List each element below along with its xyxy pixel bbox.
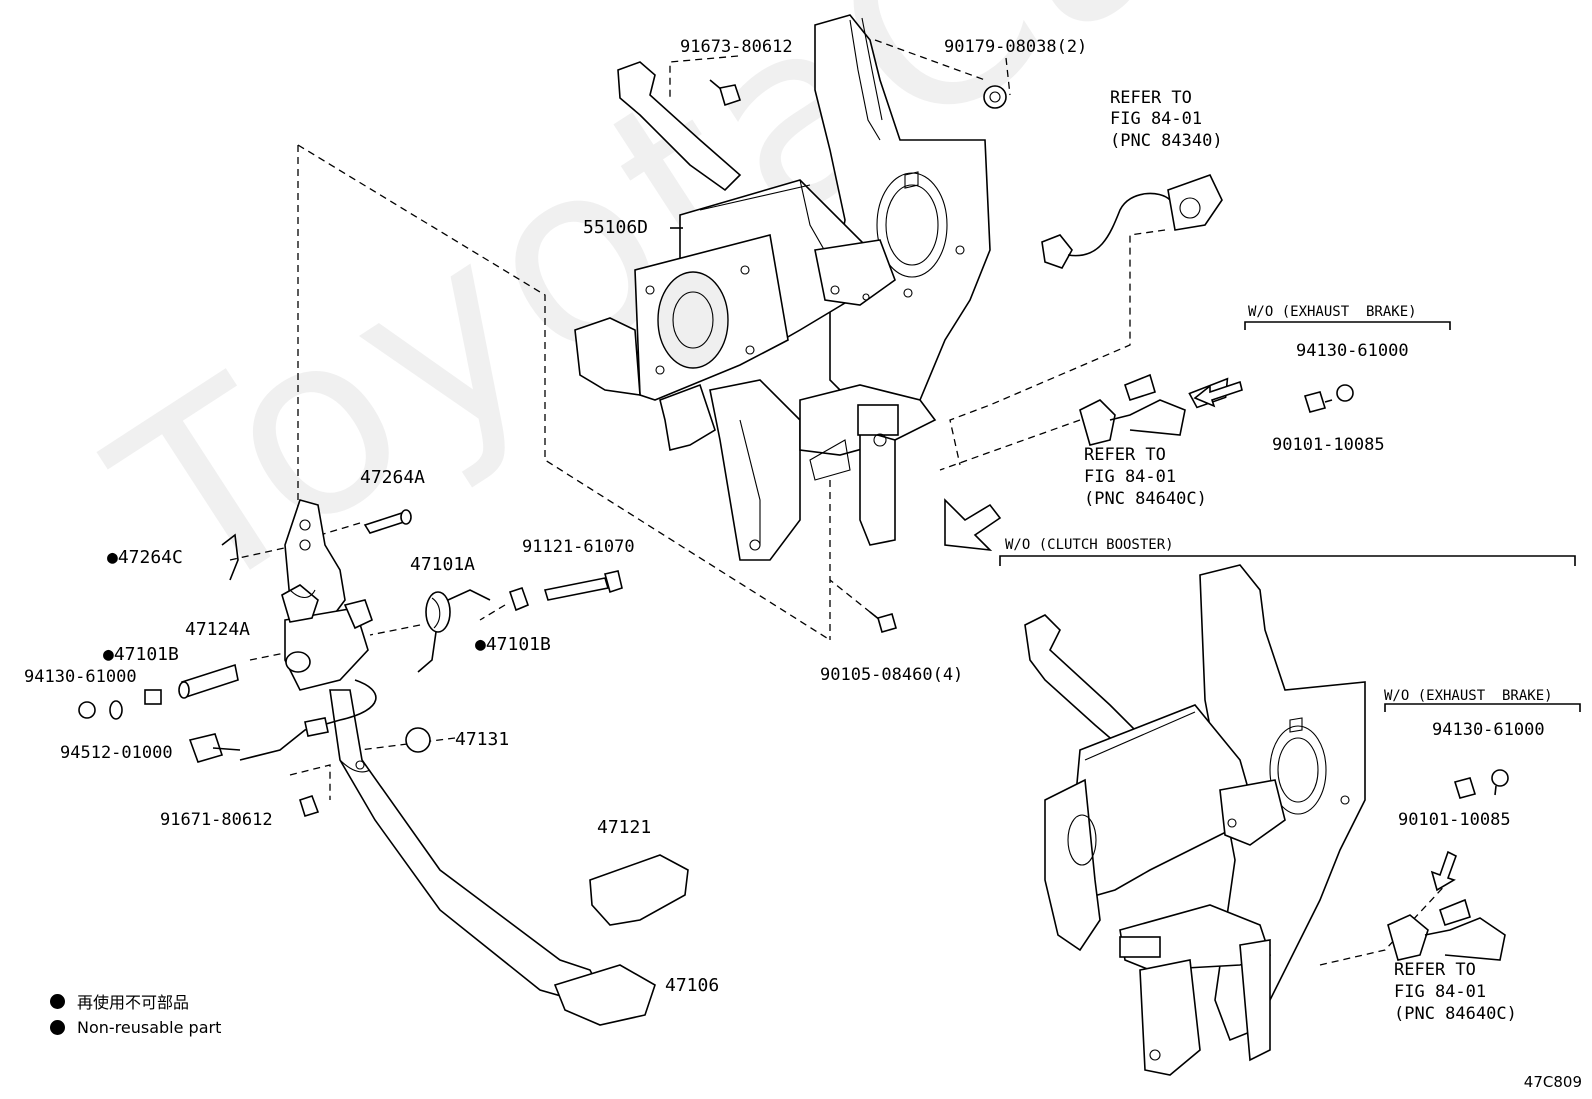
part-label-91121-61070: 91121-61070 [522, 537, 635, 557]
bolt-91121 [543, 570, 623, 601]
diagram-code: 47C809 [1523, 1073, 1582, 1091]
refer-bottom-line3: (PNC 84640C) [1394, 1004, 1517, 1024]
refer-mid-line1: REFER TO [1084, 445, 1166, 465]
bolt-91673 [709, 79, 742, 107]
pedal-bracket-55106D [574, 14, 991, 561]
wo-exhaust-brake-label-b: W/O (EXHAUST BRAKE) [1384, 688, 1553, 704]
part-label-90179-08038: 90179-08038(2) [944, 37, 1088, 57]
direction-arrow [944, 498, 1002, 552]
bracket-wo-clutch-booster [1024, 564, 1366, 1076]
clutch-pedal-47106 [281, 499, 656, 1026]
refer-mid-line3: (PNC 84640C) [1084, 489, 1207, 509]
part-label-47101B-right: ●47101B [475, 634, 551, 655]
bushing-47101B-right [508, 586, 530, 612]
nut-90179 [983, 85, 1007, 109]
switch-84640C-mid [1079, 373, 1229, 446]
wo-exhaust-brake-label-a: W/O (EXHAUST BRAKE) [1248, 304, 1417, 320]
refer-bottom-line2: FIG 84-01 [1394, 982, 1487, 1002]
part-label-90101-10085-b: 90101-10085 [1398, 810, 1511, 830]
exhaust-bolt-b [1453, 769, 1509, 799]
part-label-94512-01000: 94512-01000 [60, 743, 173, 763]
legend-item: Non-reusable part [50, 1014, 221, 1040]
part-label-55106D: 55106D [583, 217, 649, 238]
exhaust-bolt-a [1303, 384, 1354, 413]
leader-lines [229, 39, 1581, 966]
part-label-47264A: 47264A [360, 467, 426, 488]
legend-text-en: Non-reusable part [77, 1017, 222, 1037]
refer-top-line2: FIG 84-01 [1110, 109, 1203, 129]
part-label-47264C: ●47264C [107, 547, 183, 568]
part-label-47101B-left: ●47101B [103, 644, 179, 665]
cushion-47131 [405, 727, 431, 753]
part-label-94130-61000-left: 94130-61000 [24, 667, 137, 687]
part-label-47106: 47106 [665, 975, 720, 996]
switch-84340 [1041, 174, 1223, 269]
part-label-91673-80612: 91673-80612 [680, 37, 793, 57]
legend-text-jp: 再使用不可部品 [77, 993, 190, 1012]
refer-mid-line2: FIG 84-01 [1084, 467, 1177, 487]
part-label-47124A: 47124A [185, 619, 251, 640]
washer-94512 [109, 700, 123, 720]
wo-clutch-booster-label: W/O (CLUTCH BOOSTER) [1005, 537, 1174, 553]
refer-top-line3: (PNC 84340) [1110, 131, 1223, 151]
switch-84640C-lower [1387, 898, 1506, 961]
clip-47264C [221, 533, 239, 581]
part-label-91671-80612: 91671-80612 [160, 810, 273, 830]
bushing-47101B-left [144, 689, 162, 705]
part-label-47131: 47131 [455, 729, 510, 750]
spring-47101A [417, 589, 491, 673]
part-label-90105-08460: 90105-08460(4) [820, 665, 964, 685]
direction-arrow-lower [1430, 850, 1457, 892]
bolt-90105 [869, 611, 897, 633]
refer-top-line1: REFER TO [1110, 88, 1192, 108]
refer-bottom-line1: REFER TO [1394, 960, 1476, 980]
nut-94130-left [78, 701, 96, 719]
direction-arrow-small [1193, 380, 1243, 408]
legend-item: 再使用不可部品 [50, 988, 221, 1014]
legend: 再使用不可部品 Non-reusable part [50, 988, 221, 1040]
bushing-47124A [178, 663, 239, 699]
wire-harness-left [188, 679, 377, 763]
part-label-94130-61000-b: 94130-61000 [1432, 720, 1545, 740]
part-label-47121: 47121 [597, 817, 652, 838]
part-label-90101-10085-a: 90101-10085 [1272, 435, 1385, 455]
part-label-47101A: 47101A [410, 554, 476, 575]
non-reusable-dot-icon [50, 993, 65, 1009]
part-label-94130-61000-a: 94130-61000 [1296, 341, 1409, 361]
pedal-pad-47121 [589, 854, 689, 926]
non-reusable-dot-icon [50, 1019, 65, 1035]
pin-47264A [363, 509, 412, 534]
bolt-91671 [299, 794, 320, 817]
